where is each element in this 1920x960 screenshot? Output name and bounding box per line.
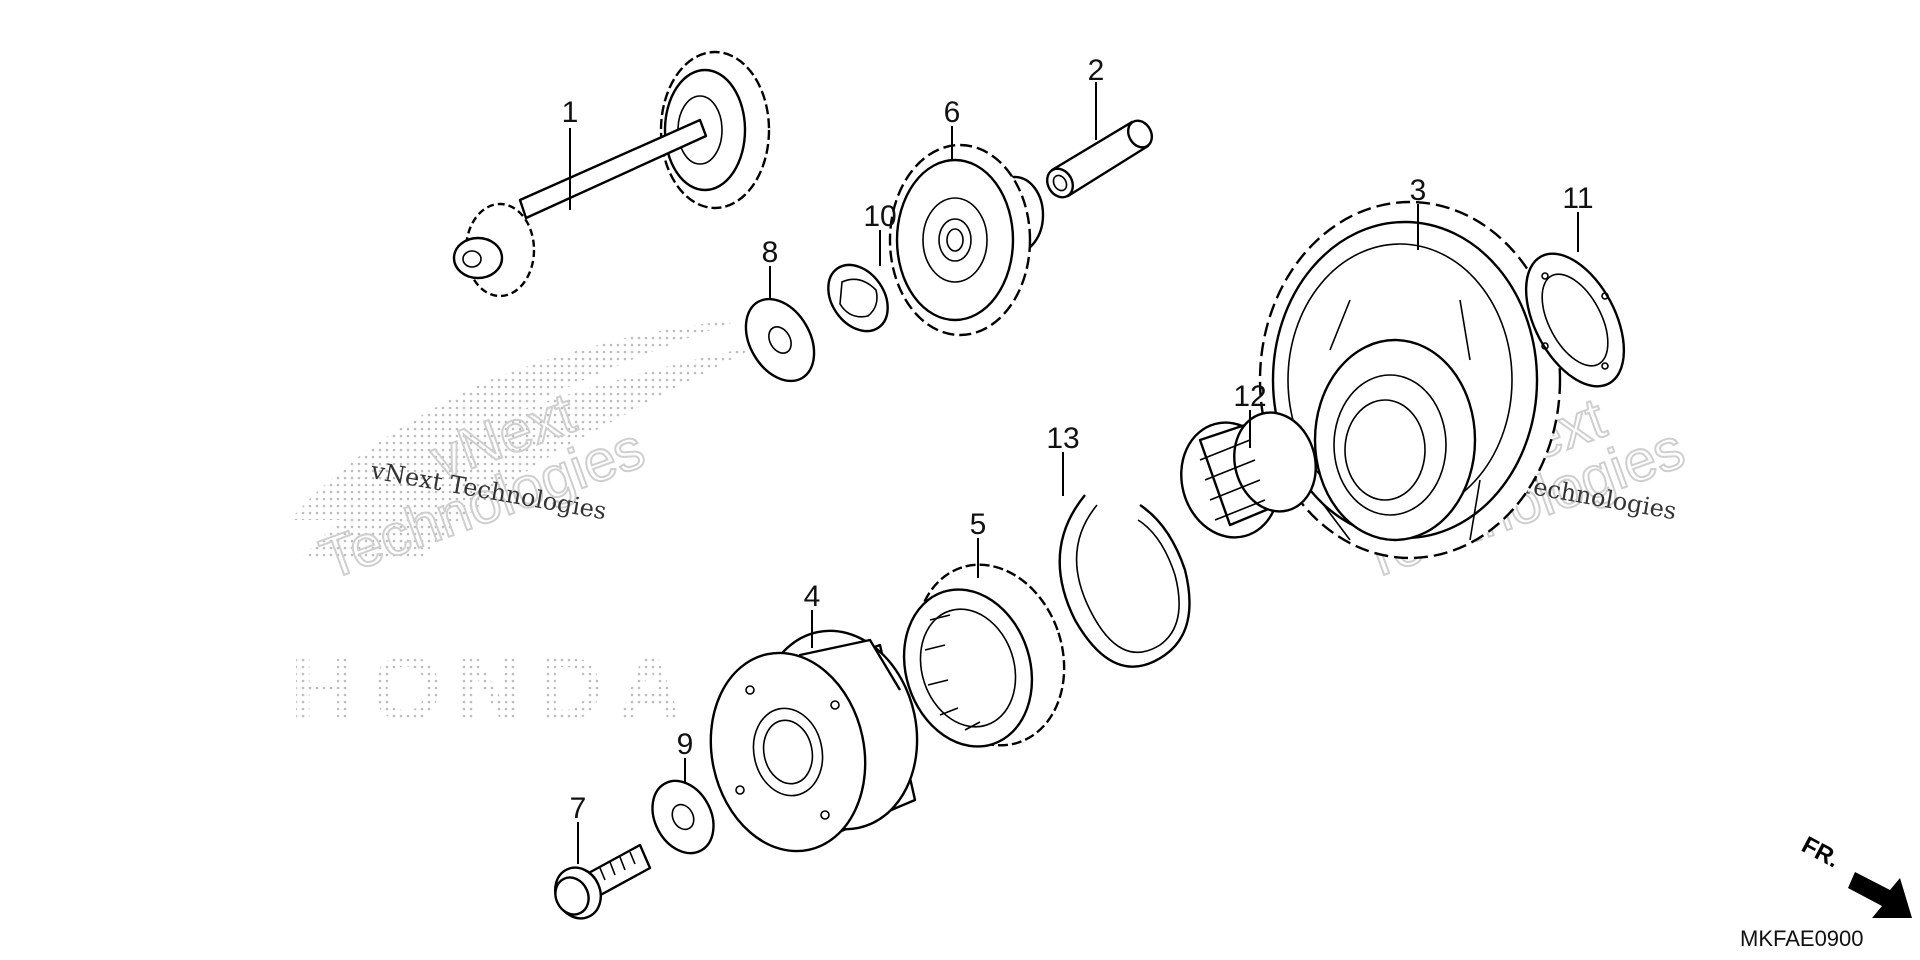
part-5-one-way-clutch[interactable] <box>884 545 1087 764</box>
part-3-driven-gear[interactable] <box>1258 200 1562 560</box>
honda-logo-text: HONDA <box>290 638 697 740</box>
leader-lines <box>569 82 1579 864</box>
callout-9: 9 <box>677 728 694 761</box>
callout-8: 8 <box>762 236 779 269</box>
shaft-body <box>518 118 708 220</box>
front-direction-label: FR. <box>1797 831 1844 873</box>
part-7-flange-bolt[interactable] <box>547 843 652 926</box>
diagram-code: MKFAE0900 <box>1740 926 1864 951</box>
part-8-washer[interactable] <box>732 287 828 393</box>
callout-12: 12 <box>1233 380 1266 413</box>
callout-5: 5 <box>970 508 987 541</box>
callout-3: 3 <box>1410 174 1427 207</box>
watermark-left: HONDA vNext Technologies vNext Technolog… <box>290 320 760 740</box>
callout-1: 1 <box>562 96 579 129</box>
part-9-washer[interactable] <box>640 770 725 863</box>
part-11-ring[interactable] <box>1506 238 1644 403</box>
callout-6: 6 <box>944 96 961 129</box>
callout-4: 4 <box>804 580 821 613</box>
callout-7: 7 <box>570 792 587 825</box>
callout-numbers: 1 2 3 4 5 6 7 8 9 10 11 12 13 <box>562 54 1594 825</box>
gear-small <box>452 202 536 298</box>
part-10-washer[interactable] <box>816 254 900 343</box>
honda-wing-logo <box>290 320 760 560</box>
part-1-shaft[interactable] <box>452 50 771 298</box>
arrow-right-icon <box>1848 872 1912 918</box>
callout-13: 13 <box>1046 422 1079 455</box>
callout-2: 2 <box>1088 54 1105 87</box>
part-2-pin[interactable] <box>1042 116 1156 202</box>
callout-10: 10 <box>863 200 896 233</box>
front-direction-indicator: FR. <box>1797 831 1912 918</box>
part-6-idle-gear[interactable] <box>888 143 1045 337</box>
part-13-snap-ring[interactable] <box>1058 494 1191 668</box>
part-4-clutch-outer[interactable] <box>693 616 935 866</box>
callout-11: 11 <box>1562 182 1593 215</box>
part-12-needle-bearing[interactable] <box>1169 403 1327 548</box>
